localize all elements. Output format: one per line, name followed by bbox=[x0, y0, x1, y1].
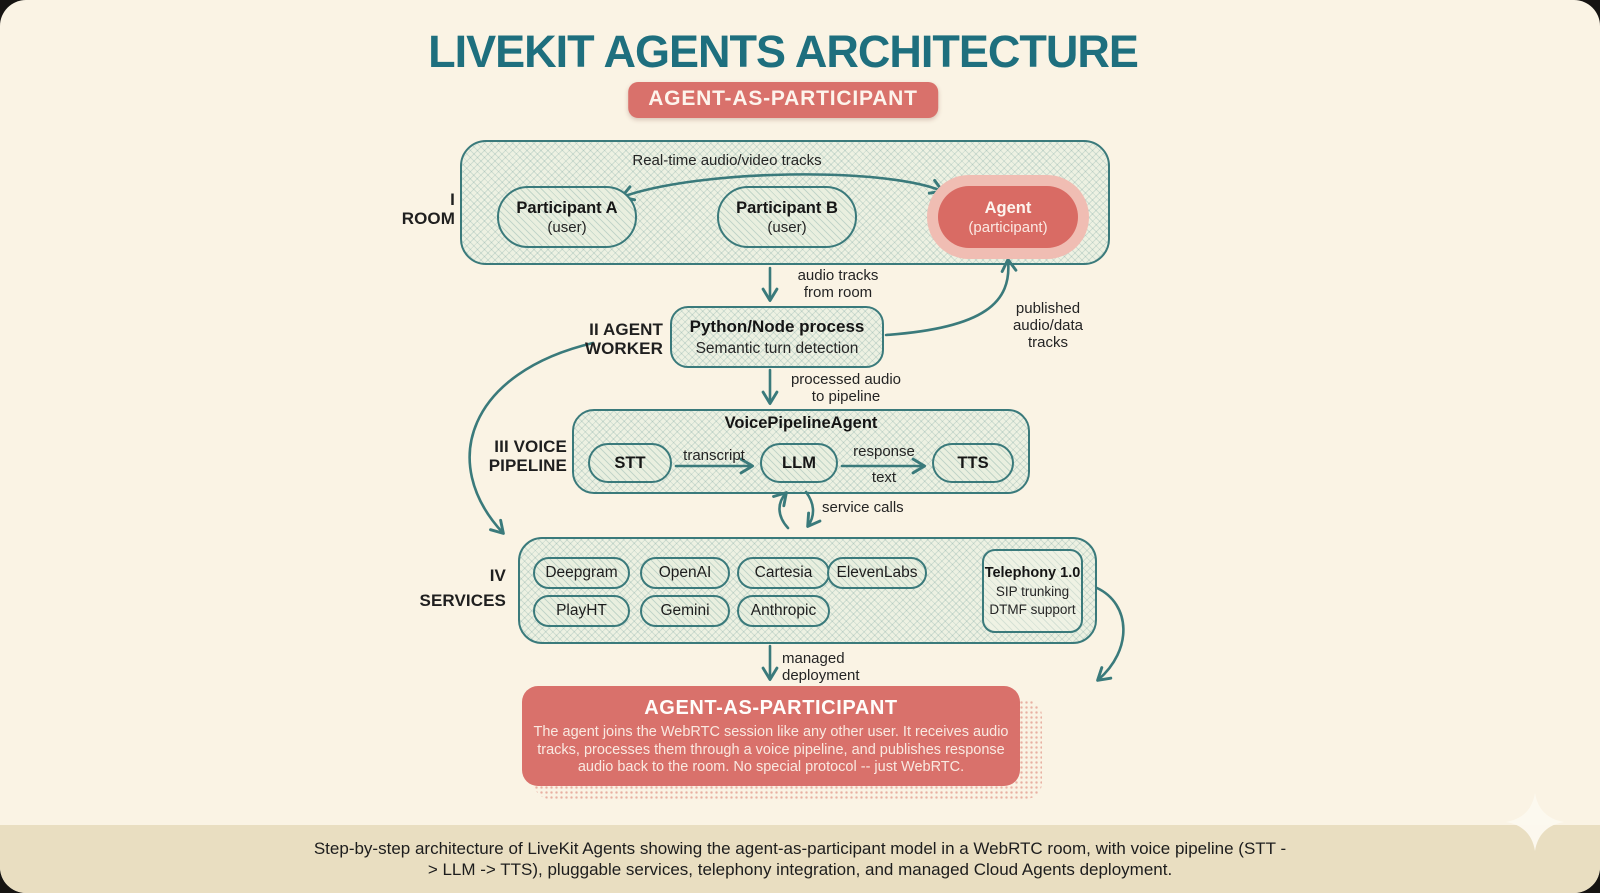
header-badge: AGENT-AS-PARTICIPANT bbox=[628, 82, 938, 118]
worker-box-subtitle: Semantic turn detection bbox=[695, 339, 859, 357]
stt-label: STT bbox=[614, 453, 646, 472]
voice-pipeline-section-label: III VOICE PIPELINE bbox=[488, 437, 567, 476]
participant-a-pill: Participant A (user) bbox=[497, 186, 637, 248]
managed-deployment-label: managed deployment bbox=[782, 650, 860, 685]
sparkle-icon bbox=[1506, 793, 1564, 851]
voice-pipeline-title: VoicePipelineAgent bbox=[724, 414, 878, 432]
llm-node: LLM bbox=[760, 443, 838, 483]
agent-sub: (participant) bbox=[968, 218, 1048, 236]
service-pill-openai: OpenAI bbox=[640, 557, 730, 589]
summary-title: AGENT-AS-PARTICIPANT bbox=[644, 697, 898, 719]
service-pill-deepgram: Deepgram bbox=[533, 557, 630, 589]
service-pill-playht: PlayHT bbox=[533, 595, 630, 627]
service-pill-cartesia: Cartesia bbox=[737, 557, 830, 589]
telephony-line-dtmf: DTMF support bbox=[989, 602, 1076, 617]
published-tracks-label: published audio/data tracks bbox=[1012, 300, 1084, 352]
agent-worker-box: Python/Node process Semantic turn detect… bbox=[670, 306, 884, 368]
response-edge-label-line1: response bbox=[853, 443, 915, 460]
tts-label: TTS bbox=[957, 453, 989, 472]
participant-b-sub: (user) bbox=[767, 218, 807, 236]
service-pill-gemini: Gemini bbox=[640, 595, 730, 627]
participant-b-name: Participant B bbox=[736, 198, 838, 217]
processed-audio-label: processed audio to pipeline bbox=[790, 371, 902, 406]
audio-tracks-from-room-label: audio tracks from room bbox=[797, 267, 879, 302]
room-section-label: I ROOM bbox=[355, 190, 455, 228]
caption-text: Step-by-step architecture of LiveKit Age… bbox=[313, 839, 1287, 880]
service-pill-anthropic: Anthropic bbox=[737, 595, 830, 627]
service-pill-elevenlabs: ElevenLabs bbox=[827, 557, 927, 589]
page-title: LIVEKIT AGENTS ARCHITECTURE bbox=[428, 26, 1139, 77]
caption-band: Step-by-step architecture of LiveKit Age… bbox=[0, 825, 1600, 893]
response-edge-label-line2: text bbox=[871, 469, 897, 486]
agent-pill: Agent (participant) bbox=[938, 186, 1078, 248]
telephony-box: Telephony 1.0 SIP trunking DTMF support bbox=[982, 549, 1083, 633]
llm-label: LLM bbox=[782, 453, 816, 472]
stt-node: STT bbox=[588, 443, 672, 483]
service-calls-label: service calls bbox=[822, 499, 904, 516]
telephony-title: Telephony 1.0 bbox=[984, 565, 1081, 581]
participant-a-name: Participant A bbox=[516, 198, 618, 217]
services-section-label: IV SERVICES bbox=[419, 566, 506, 610]
agent-name: Agent bbox=[984, 198, 1032, 217]
room-section-numeral: I bbox=[450, 190, 455, 209]
participant-a-sub: (user) bbox=[547, 218, 587, 236]
transcript-edge-label: transcript bbox=[683, 447, 745, 464]
summary-box: AGENT-AS-PARTICIPANT The agent joins the… bbox=[522, 686, 1042, 799]
agent-worker-section-label: II AGENT WORKER bbox=[584, 320, 663, 359]
room-section-name: ROOM bbox=[401, 209, 455, 229]
summary-body: The agent joins the WebRTC session like … bbox=[533, 724, 1009, 776]
worker-box-title: Python/Node process bbox=[689, 316, 865, 336]
participant-b-pill: Participant B (user) bbox=[717, 186, 857, 248]
telephony-line-sip: SIP trunking bbox=[995, 584, 1070, 599]
tts-node: TTS bbox=[932, 443, 1014, 483]
realtime-tracks-label: Real-time audio/video tracks bbox=[632, 152, 822, 169]
